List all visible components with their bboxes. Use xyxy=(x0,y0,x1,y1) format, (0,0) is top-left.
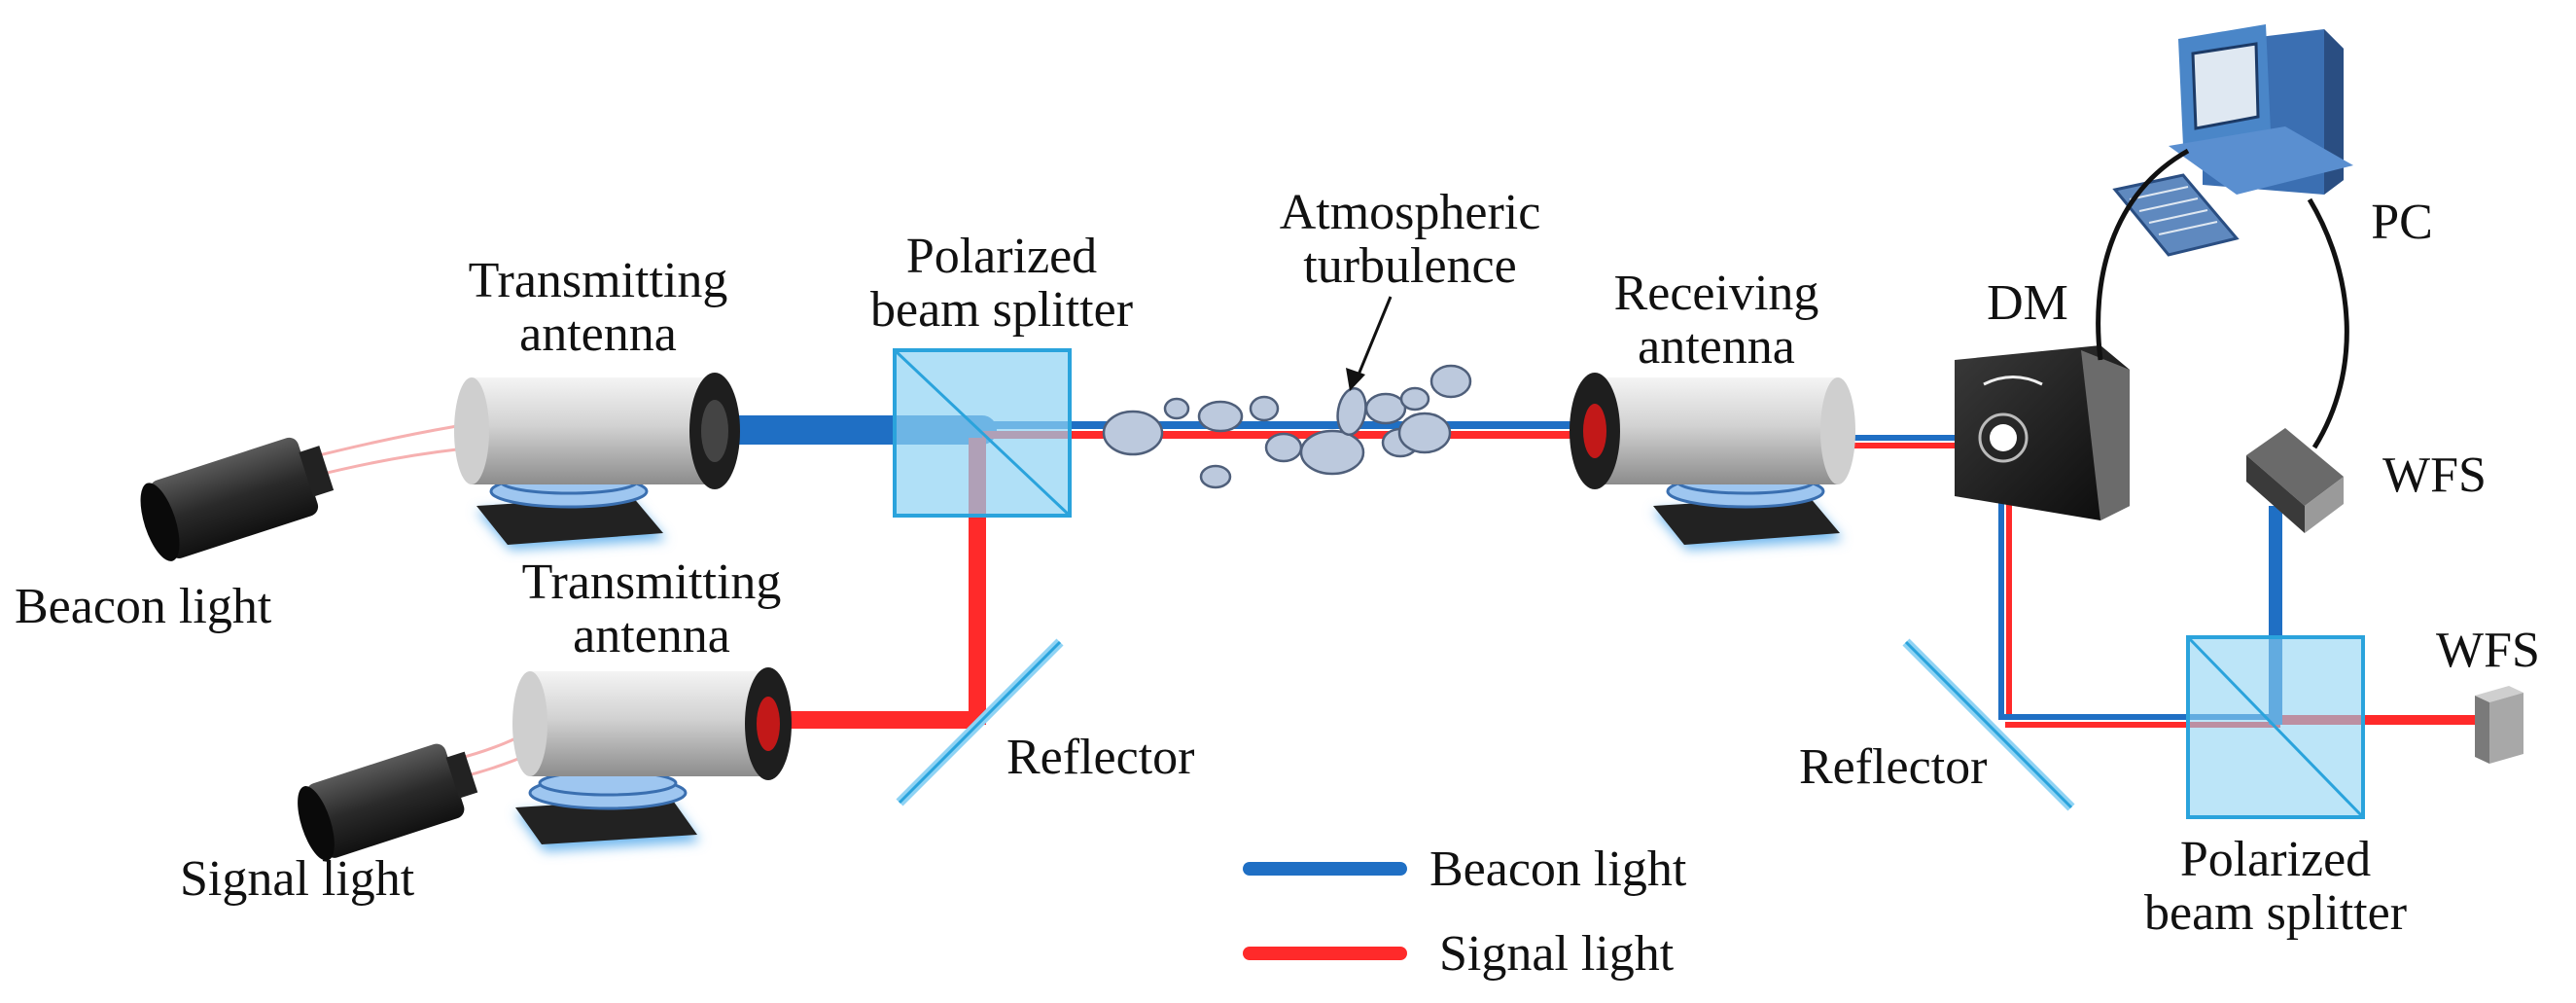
deformable-mirror xyxy=(1955,345,2130,520)
legend-item-beacon: Beacon light xyxy=(1243,842,1687,897)
svg-text:Polarized: Polarized xyxy=(906,229,1097,284)
reflector-left-mirror xyxy=(896,638,1064,806)
legend-label-beacon: Beacon light xyxy=(1429,842,1687,897)
turbulence-arrow xyxy=(1346,296,1393,391)
label-signal-source: Signal light xyxy=(180,851,415,907)
svg-text:Beacon light: Beacon light xyxy=(15,579,272,634)
svg-text:DM: DM xyxy=(1987,275,2068,331)
pbs-left xyxy=(893,348,1072,518)
svg-text:PC: PC xyxy=(2371,195,2433,250)
svg-text:turbulence: turbulence xyxy=(1303,238,1516,294)
wfs-right-sensor xyxy=(2475,686,2523,764)
svg-text:antenna: antenna xyxy=(573,608,730,663)
pc xyxy=(2096,24,2353,449)
wfs-top-sensor xyxy=(2246,428,2344,533)
label-pbs-left: Polarized beam splitter xyxy=(870,229,1133,338)
svg-text:beam splitter: beam splitter xyxy=(870,282,1133,338)
svg-text:Reflector: Reflector xyxy=(1006,730,1194,785)
svg-text:antenna: antenna xyxy=(519,306,677,362)
label-wfs-right: WFS xyxy=(2436,623,2540,678)
label-transmitting-antenna-top: Transmitting antenna xyxy=(469,253,728,362)
svg-text:Transmitting: Transmitting xyxy=(522,555,782,610)
svg-text:beam splitter: beam splitter xyxy=(2144,885,2407,941)
label-wfs-top: WFS xyxy=(2382,448,2487,503)
label-reflector-left: Reflector xyxy=(1006,730,1194,785)
transmitting-antenna-bottom xyxy=(512,667,792,851)
svg-text:Receiving: Receiving xyxy=(1614,266,1819,321)
svg-text:Atmospheric: Atmospheric xyxy=(1280,185,1541,240)
legend-item-signal: Signal light xyxy=(1243,926,1675,982)
label-reflector-right: Reflector xyxy=(1799,739,1987,795)
turbulence-bubbles xyxy=(1102,364,1472,489)
svg-text:Polarized: Polarized xyxy=(2180,832,2371,887)
signal-laser xyxy=(298,730,531,861)
svg-text:Signal light: Signal light xyxy=(180,851,415,907)
label-beacon-source: Beacon light xyxy=(15,579,272,634)
label-pbs-right: Polarized beam splitter xyxy=(2144,832,2407,941)
svg-text:antenna: antenna xyxy=(1638,319,1795,375)
label-receiving-antenna: Receiving antenna xyxy=(1614,266,1819,375)
transmitting-antenna-top xyxy=(454,373,740,550)
pbs-right xyxy=(2186,635,2365,819)
label-transmitting-antenna-bottom: Transmitting antenna xyxy=(522,555,782,663)
reflector-right-mirror xyxy=(1902,638,2075,811)
label-turbulence: Atmospheric turbulence xyxy=(1280,185,1541,294)
svg-text:WFS: WFS xyxy=(2382,448,2487,503)
label-dm: DM xyxy=(1987,275,2068,331)
legend-label-signal: Signal light xyxy=(1439,926,1675,982)
label-pc: PC xyxy=(2371,195,2433,250)
svg-text:WFS: WFS xyxy=(2436,623,2540,678)
beacon-laser xyxy=(140,424,458,561)
legend: Beacon light Signal light xyxy=(1243,842,1687,982)
svg-text:Reflector: Reflector xyxy=(1799,739,1987,795)
svg-text:Transmitting: Transmitting xyxy=(469,253,728,308)
receiving-antenna xyxy=(1570,373,1855,550)
